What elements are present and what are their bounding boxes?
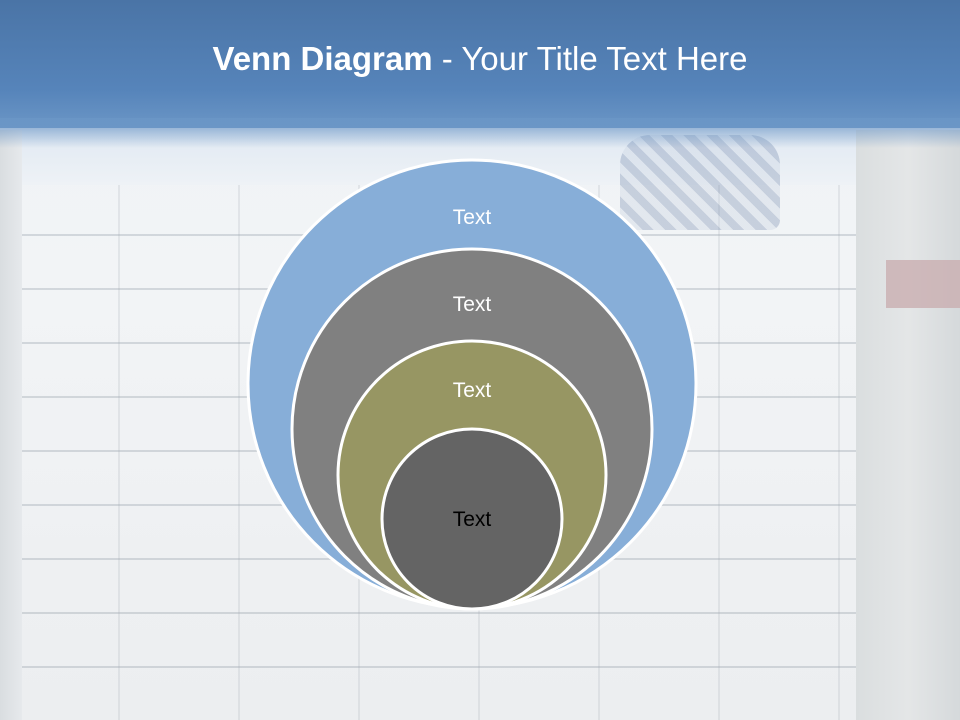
venn-label-inner: Text — [453, 508, 492, 531]
slide-title-bold: Venn Diagram — [212, 40, 433, 77]
slide-title: Venn Diagram - Your Title Text Here — [0, 40, 960, 78]
venn-label-third: Text — [453, 379, 492, 402]
venn-label-second: Text — [453, 293, 492, 316]
title-bar — [0, 0, 960, 128]
background-pillar-right — [856, 130, 960, 720]
slide-title-rest: - Your Title Text Here — [432, 40, 748, 77]
venn-circle-inner — [380, 427, 564, 611]
background-red-patch — [886, 260, 960, 308]
title-bar-fade — [0, 118, 960, 148]
background-pillar-left — [0, 130, 22, 720]
background-worker-figure — [620, 135, 780, 230]
venn-label-outer: Text — [453, 206, 492, 229]
